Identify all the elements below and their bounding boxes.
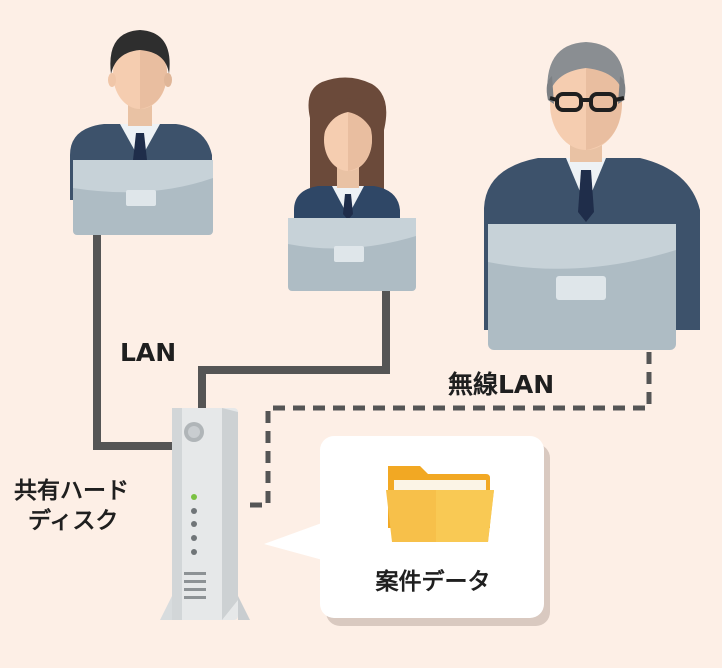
laptop-right (488, 224, 676, 350)
person-center-woman (288, 77, 416, 291)
glasses-icon (549, 92, 625, 112)
wireless-lan-label: 無線LAN (448, 370, 555, 399)
lan-label: LAN (120, 338, 177, 367)
person-left-man (70, 30, 213, 235)
folder-icon (386, 466, 494, 542)
person-right-man (484, 42, 700, 350)
shared-hard-disk-label: 共有ハード ディスク (14, 476, 129, 536)
shared-hard-disk-label-line2: ディスク (28, 508, 119, 534)
lan-cable-center (198, 290, 390, 410)
laptop-left (73, 160, 213, 235)
shared-hard-disk-label-line1: 共有ハード (14, 478, 129, 504)
wireless-link (244, 352, 652, 508)
shared-hard-disk-icon (160, 408, 250, 620)
laptop-center (288, 218, 416, 291)
wired-cables (93, 232, 390, 450)
shared-folder-bubble (264, 436, 550, 626)
lan-cable-left (93, 232, 176, 450)
shared-folder-label: 案件データ (375, 569, 491, 595)
